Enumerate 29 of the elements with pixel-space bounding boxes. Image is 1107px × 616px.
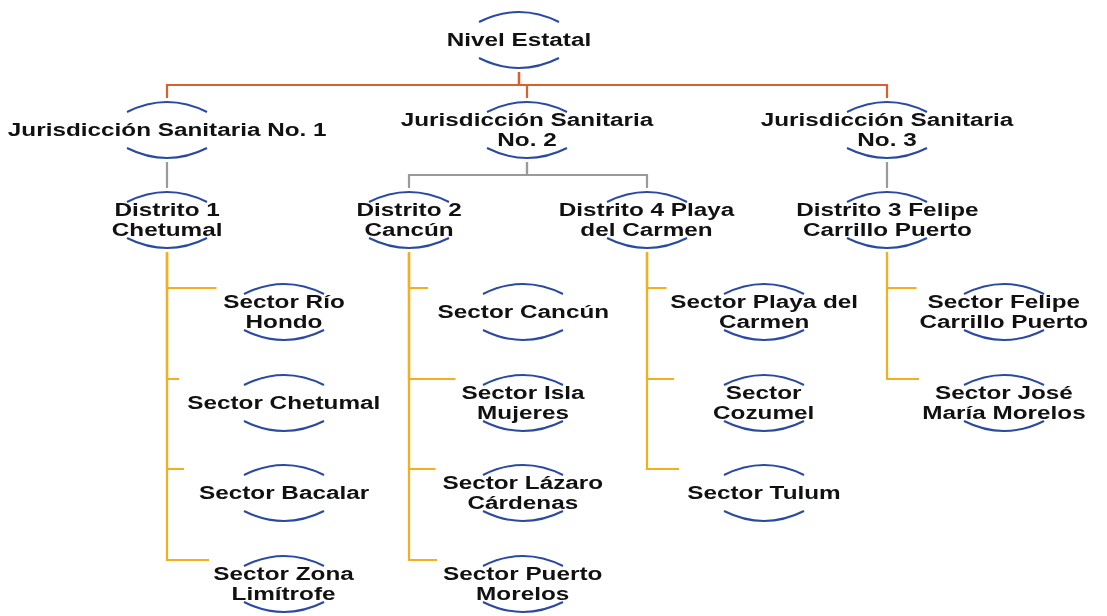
unit-label: Distrito 3 Felipe Carrillo Puerto	[794, 200, 980, 240]
unit-label: Nivel Estatal	[445, 30, 593, 50]
unit-label: Sector Río Hondo	[222, 292, 346, 332]
connector-line	[517, 72, 889, 98]
unit-label: Distrito 2 Cancún	[355, 200, 463, 240]
unit-label: Sector Cozumel	[712, 383, 816, 423]
connector-line	[407, 252, 437, 562]
unit-label: Jurisdicción Sanitaria No. 3	[759, 110, 1015, 150]
connector-line	[165, 252, 209, 562]
unit-label: Sector Isla Mujeres	[460, 383, 586, 423]
unit-label: Sector Playa del Carmen	[669, 292, 859, 332]
unit-label: Sector Puerto Morelos	[442, 564, 604, 604]
connector-line	[645, 252, 679, 471]
unit-label: Sector Chetumal	[186, 393, 382, 413]
unit-label: Sector Zona Limítrofe	[212, 564, 356, 604]
unit-label: Sector Bacalar	[197, 483, 371, 503]
unit-label: Sector Felipe Carrillo Puerto	[918, 292, 1090, 332]
unit-label: Jurisdicción Sanitaria No. 1	[6, 120, 328, 140]
unit-label: Distrito 1 Chetumal	[110, 200, 224, 240]
connector-line	[525, 162, 649, 188]
connector-line	[885, 162, 889, 188]
unit-label: Jurisdicción Sanitaria No. 2	[399, 110, 655, 150]
unit-label: Sector Lázaro Cárdenas	[441, 473, 605, 513]
connector-line	[885, 252, 919, 381]
unit-label: Sector José María Morelos	[921, 383, 1087, 423]
connector-line	[165, 162, 169, 188]
unit-label: Sector Cancún	[436, 302, 610, 322]
unit-label: Sector Tulum	[686, 483, 842, 503]
unit-label: Distrito 4 Playa del Carmen	[558, 200, 736, 240]
